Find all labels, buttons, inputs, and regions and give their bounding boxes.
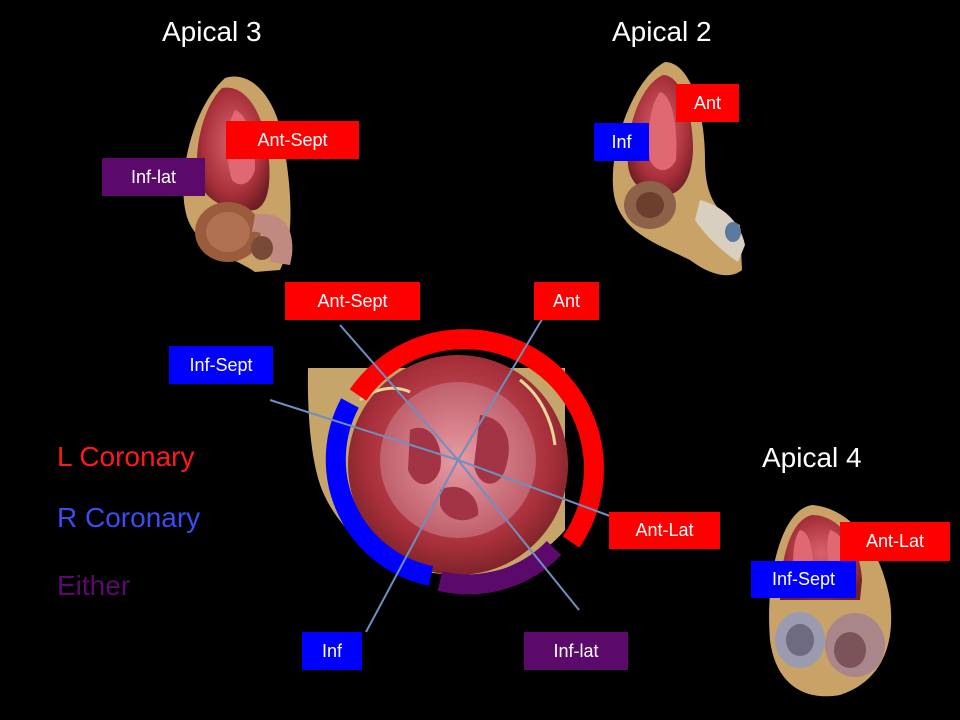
apical2-inf-tag: Inf (594, 123, 649, 161)
apical4-inf-sept-tag: Inf-Sept (751, 561, 856, 598)
apical4-ant-lat-tag: Ant-Lat (840, 522, 950, 561)
line-ant-lat (457, 459, 611, 517)
either-arc (437, 540, 562, 595)
apical3-inf-lat-tag: Inf-lat (102, 158, 205, 196)
center-inf-lat-tag: Inf-lat (524, 632, 628, 670)
legend-r-coronary: R Coronary (57, 502, 201, 533)
center-inf-tag: Inf (302, 632, 362, 670)
center-ant-sept-tag: Ant-Sept (285, 282, 420, 320)
apical-2-title: Apical 2 (612, 16, 712, 47)
l-coronary-arc (349, 329, 604, 548)
center-ant-lat-tag: Ant-Lat (609, 512, 720, 549)
line-inf (365, 459, 459, 633)
apical2-ant-tag: Ant (676, 84, 739, 122)
line-ant (457, 310, 548, 461)
center-inf-sept-tag: Inf-Sept (169, 346, 273, 384)
short-axis-heart (307, 355, 568, 575)
r-coronary-arc (325, 398, 434, 586)
line-inf-lat (457, 459, 580, 611)
apical-3-title: Apical 3 (162, 16, 262, 47)
line-inf-sept (269, 399, 459, 461)
apical3-ant-sept-tag: Ant-Sept (226, 121, 359, 159)
line-ant-sept (339, 324, 459, 461)
apical-4-title: Apical 4 (762, 442, 862, 473)
center-ant-tag: Ant (534, 282, 599, 320)
legend-l-coronary: L Coronary (57, 441, 195, 472)
legend-either: Either (57, 570, 131, 601)
